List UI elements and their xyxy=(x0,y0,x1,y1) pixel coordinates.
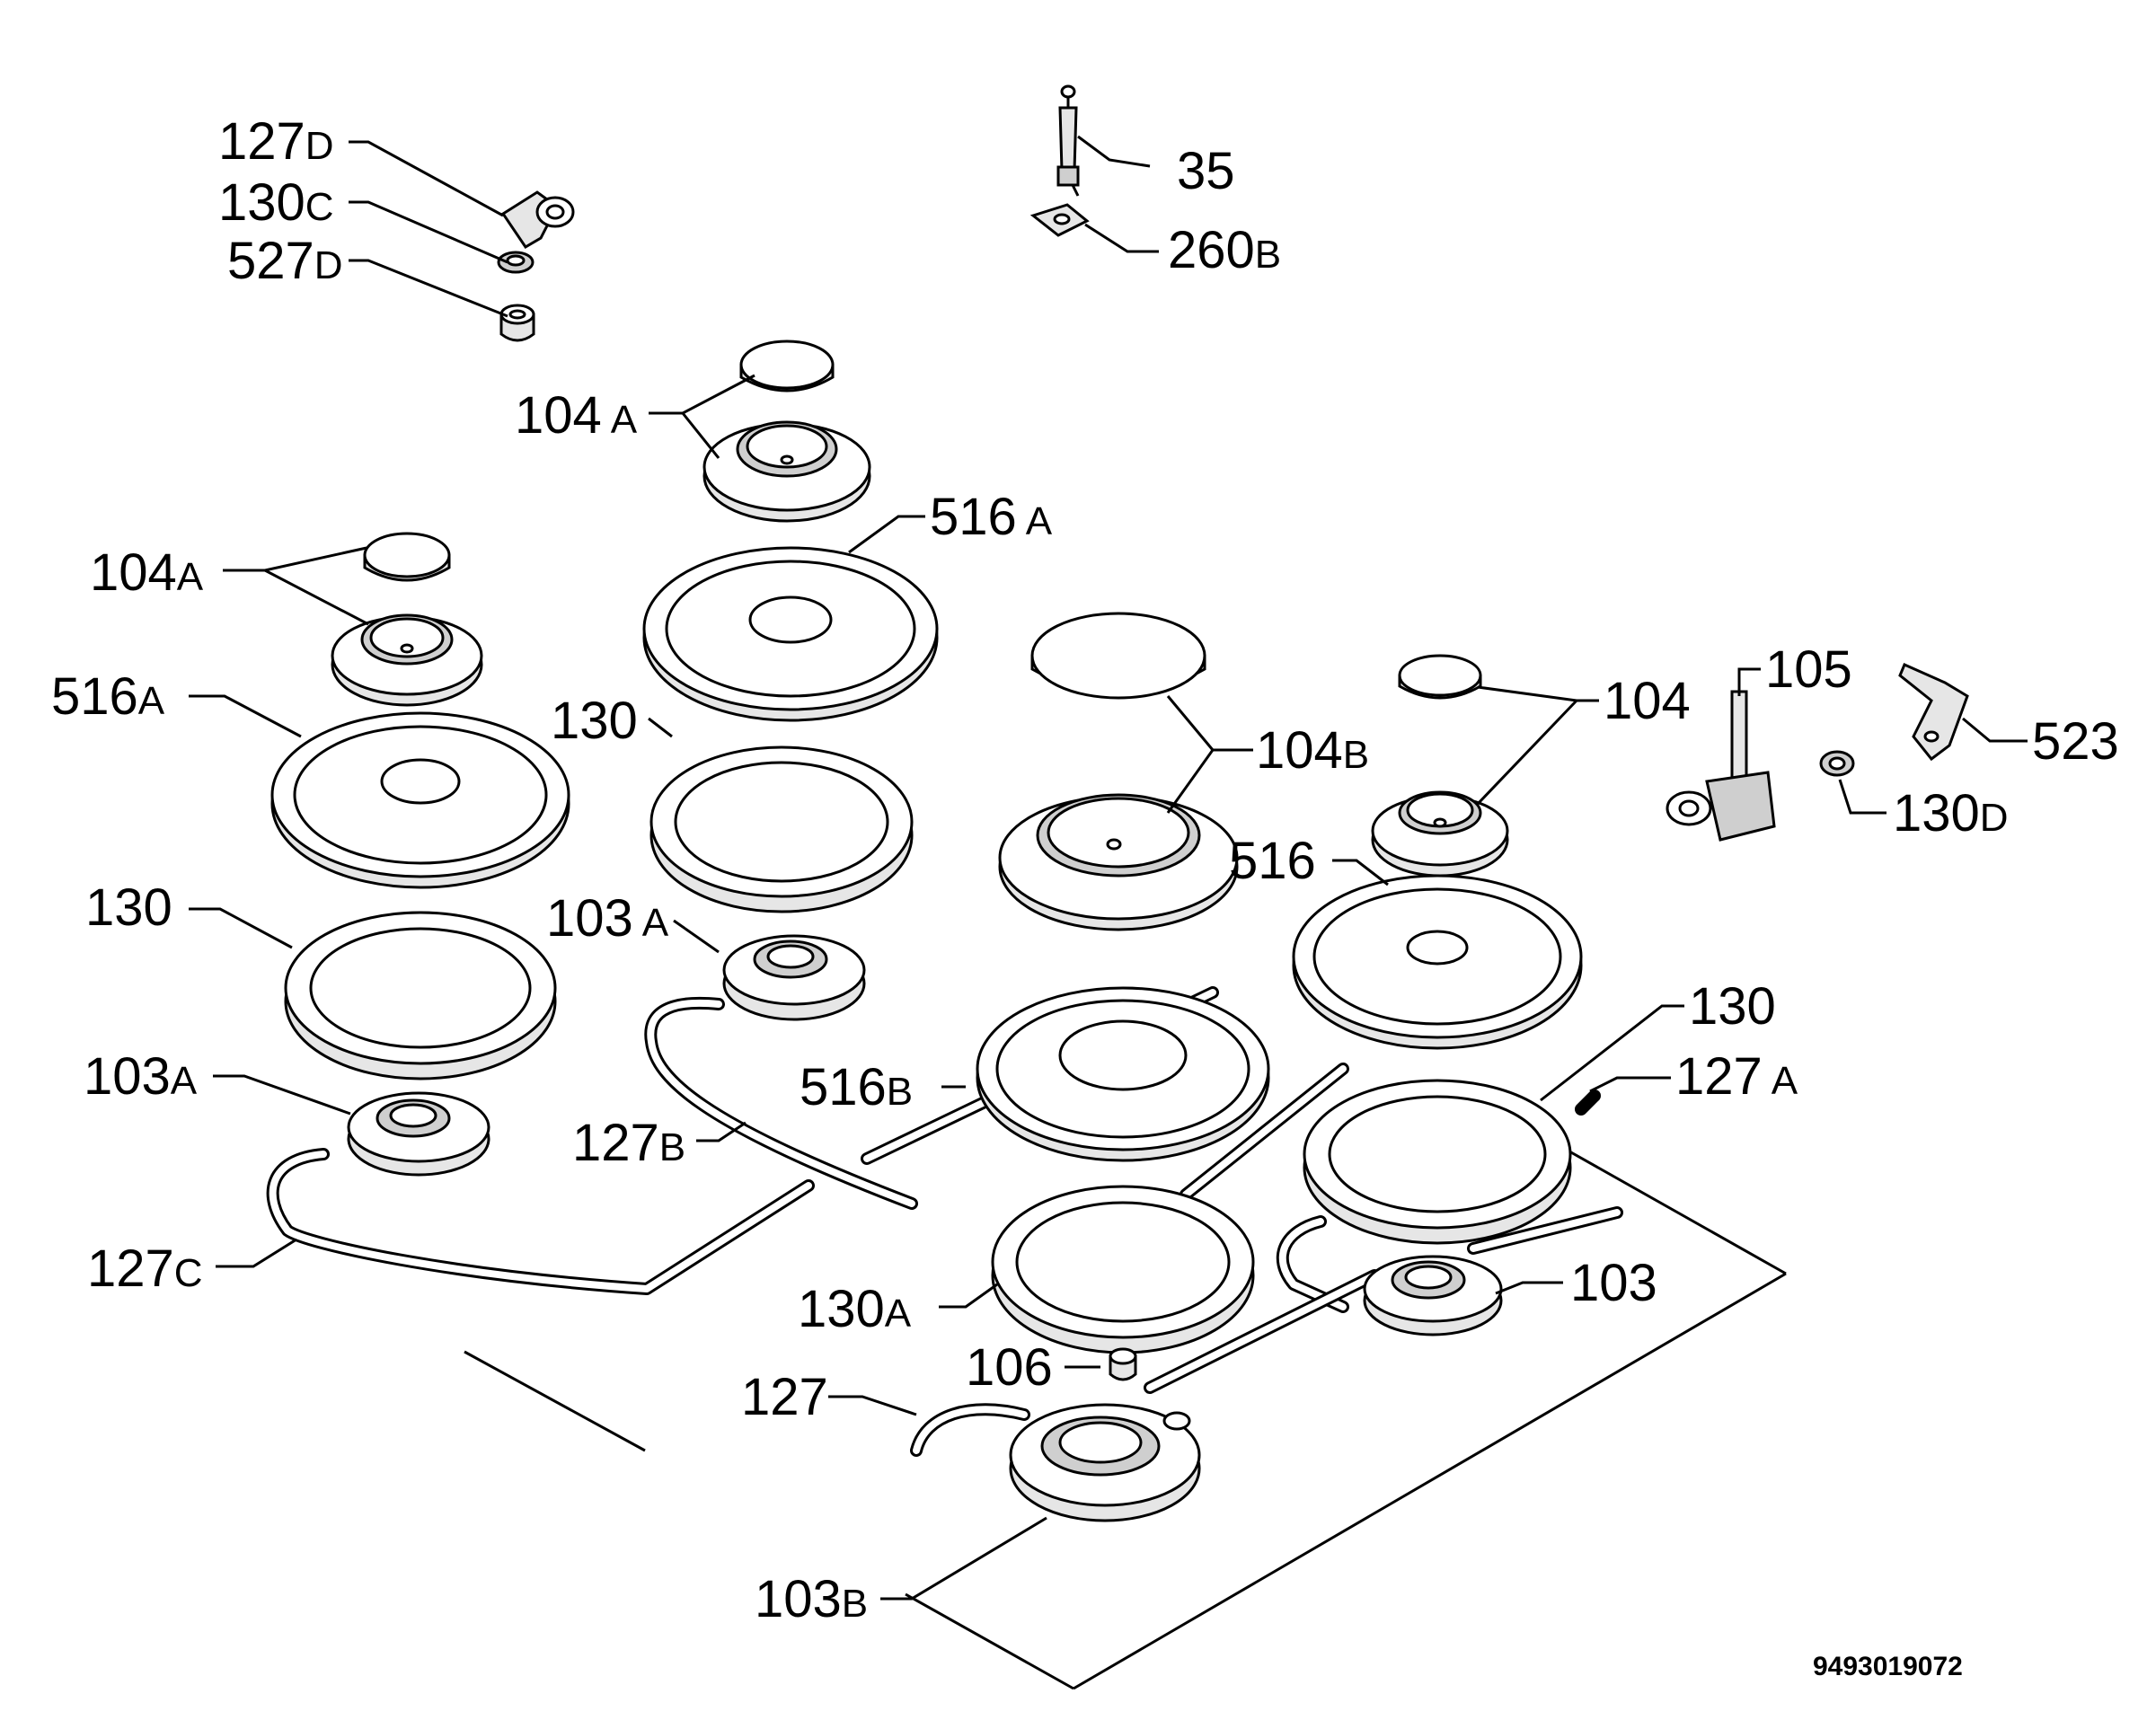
injector-106 xyxy=(1109,1347,1137,1381)
pipe-127a xyxy=(1575,1089,1601,1116)
label-127d: 127D xyxy=(218,112,334,171)
gasket-130-right xyxy=(1303,1079,1572,1245)
burner-base-103a-left xyxy=(347,1091,490,1177)
label-130-left: 130 xyxy=(85,878,172,937)
flame-spreader-516a-top xyxy=(642,546,939,722)
hob-outline xyxy=(464,1146,1787,1690)
label-523: 523 xyxy=(2032,712,2119,771)
label-260b: 260B xyxy=(1168,221,1281,279)
burner-cap-104b xyxy=(1030,612,1206,700)
label-103b: 103B xyxy=(755,1570,868,1628)
label-516b: 516B xyxy=(800,1058,913,1116)
label-106: 106 xyxy=(966,1338,1053,1397)
flame-spreader-516a-left xyxy=(270,711,570,889)
bracket-523 xyxy=(1898,663,1969,762)
washer-130c xyxy=(497,251,535,274)
label-527d: 527D xyxy=(227,232,343,290)
burner-cap-104-right xyxy=(1398,654,1482,700)
gasket-130a xyxy=(991,1185,1255,1354)
burner-crown-104a-top xyxy=(702,420,871,523)
label-127b: 127B xyxy=(572,1114,685,1172)
label-127: 127 xyxy=(741,1368,828,1426)
burner-crown-104-right xyxy=(1371,790,1509,878)
burner-base-103a-middle xyxy=(722,934,866,1021)
label-104: 104 xyxy=(1604,672,1691,730)
label-516a-left: 516A xyxy=(51,667,165,726)
flame-spreader-516-right xyxy=(1292,874,1583,1050)
label-130-right: 130 xyxy=(1689,977,1776,1036)
valve-105 xyxy=(1666,690,1776,842)
label-103a-left: 103A xyxy=(84,1047,198,1106)
burner-cap-104a-top xyxy=(739,340,835,393)
label-35: 35 xyxy=(1177,142,1235,200)
pipe-127c xyxy=(266,1148,815,1295)
label-516: 516 xyxy=(1229,832,1316,890)
elbow-connector-127d xyxy=(500,190,575,250)
label-105: 105 xyxy=(1765,640,1852,699)
leader-lines xyxy=(189,135,2028,1601)
burner-crown-104b xyxy=(998,793,1239,931)
gasket-130-middle xyxy=(649,745,914,913)
nut-527d xyxy=(499,304,535,342)
label-104b: 104B xyxy=(1256,721,1369,780)
pipe-127 xyxy=(910,1403,1030,1457)
burner-cap-104a-left xyxy=(363,532,451,582)
burner-base-103b xyxy=(1009,1403,1201,1522)
label-130d: 130D xyxy=(1893,784,2009,842)
burner-crown-104a-left xyxy=(331,613,483,707)
label-130a: 130A xyxy=(798,1280,912,1338)
gas-pipes xyxy=(266,986,1623,1457)
ignition-plug-35 xyxy=(1056,84,1080,197)
label-127c: 127C xyxy=(87,1239,203,1298)
gasket-130-left xyxy=(284,911,557,1081)
drawing-code: 9493019072 xyxy=(1813,1652,1963,1681)
washer-130d xyxy=(1819,750,1855,777)
clip-260b xyxy=(1029,203,1090,237)
flame-spreader-516b xyxy=(976,986,1270,1162)
label-130c: 130C xyxy=(218,173,334,232)
label-130-middle: 130 xyxy=(551,692,638,750)
label-103: 103 xyxy=(1570,1254,1657,1312)
label-104a-left: 104A xyxy=(90,543,204,602)
burner-base-103-right xyxy=(1363,1255,1503,1336)
